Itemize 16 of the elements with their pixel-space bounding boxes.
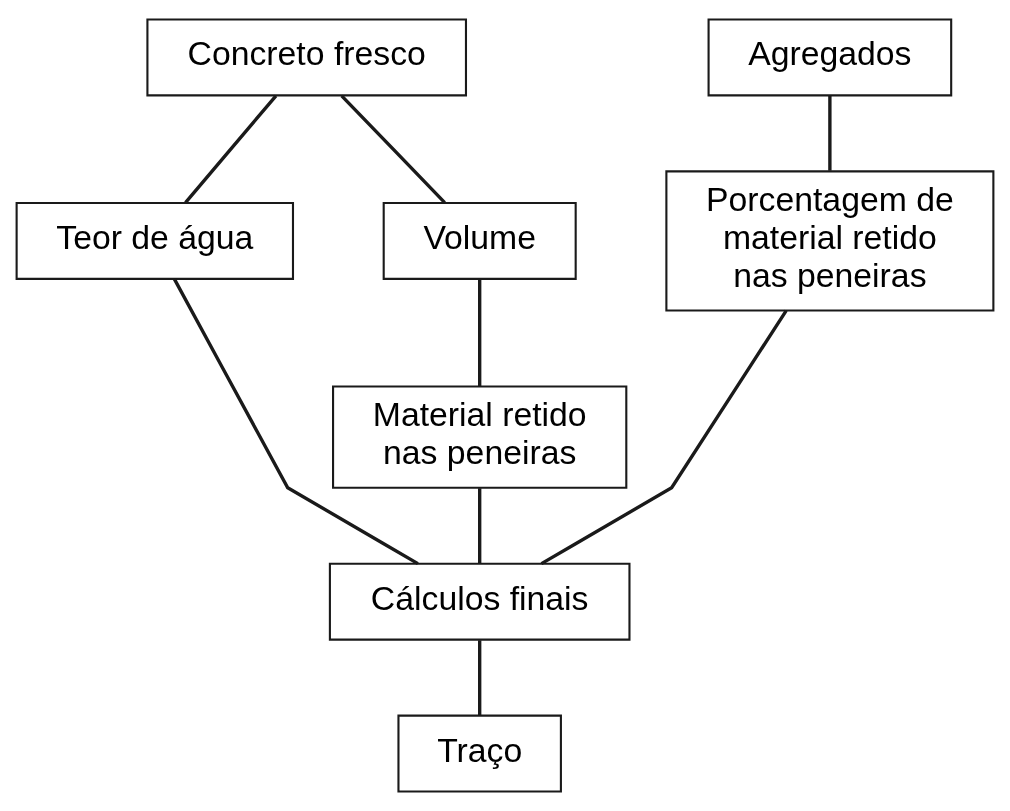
connector <box>540 309 788 566</box>
node-box: Volume <box>382 201 577 280</box>
connector <box>172 278 419 566</box>
connector <box>478 488 482 564</box>
node-box: Material retido nas peneiras <box>332 385 628 489</box>
node-box: Concreto fresco <box>146 18 468 97</box>
node-box: Teor de água <box>15 201 295 280</box>
node-box: Traço <box>397 714 562 793</box>
node-box: Porcentagem de material retido nas peneiras <box>665 170 995 312</box>
node-box: Agregados <box>707 18 953 97</box>
connector <box>340 94 446 204</box>
node-box: Cálculos finais <box>328 562 631 641</box>
connector <box>478 279 482 387</box>
connector <box>828 95 832 171</box>
connector <box>478 640 482 716</box>
connector <box>184 94 278 204</box>
